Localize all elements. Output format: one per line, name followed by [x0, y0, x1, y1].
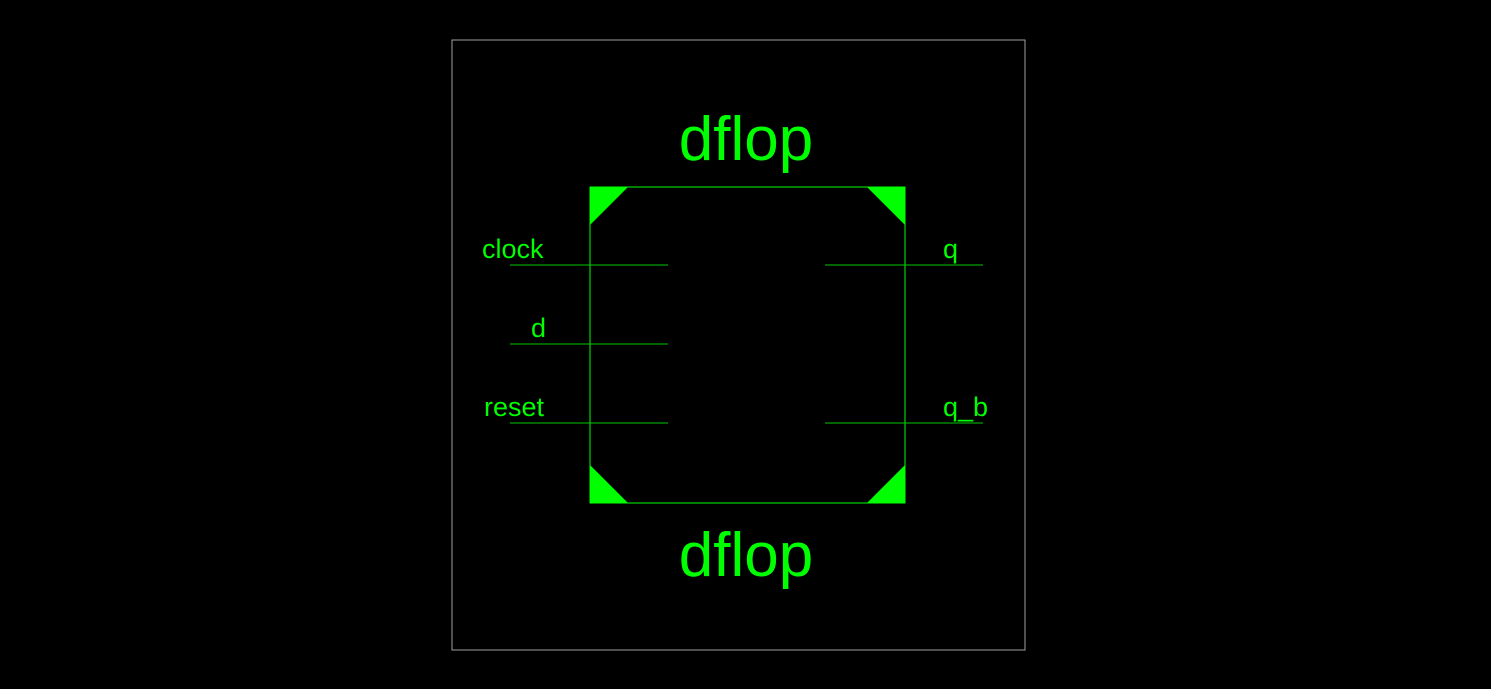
corner-marker-top-right — [867, 187, 905, 225]
pin-d-label: d — [531, 313, 546, 343]
cell-name-bottom: dflop — [679, 521, 813, 590]
pin-d[interactable]: d — [510, 313, 668, 345]
pin-q-b[interactable]: q_b — [825, 392, 988, 424]
pin-q-b-label: q_b — [943, 392, 988, 422]
selection-frame — [451, 39, 1026, 651]
symbol-body[interactable] — [589, 186, 906, 504]
corner-marker-top-left — [590, 187, 628, 225]
pin-q-label: q — [943, 234, 958, 264]
pin-reset-label: reset — [484, 392, 545, 422]
pin-reset[interactable]: reset — [484, 392, 668, 424]
cell-name-top: dflop — [679, 105, 813, 174]
pin-clock[interactable]: clock — [482, 234, 668, 266]
corner-marker-bottom-left — [590, 465, 628, 503]
pin-clock-label: clock — [482, 234, 544, 264]
pin-q[interactable]: q — [825, 234, 983, 266]
corner-marker-bottom-right — [867, 465, 905, 503]
